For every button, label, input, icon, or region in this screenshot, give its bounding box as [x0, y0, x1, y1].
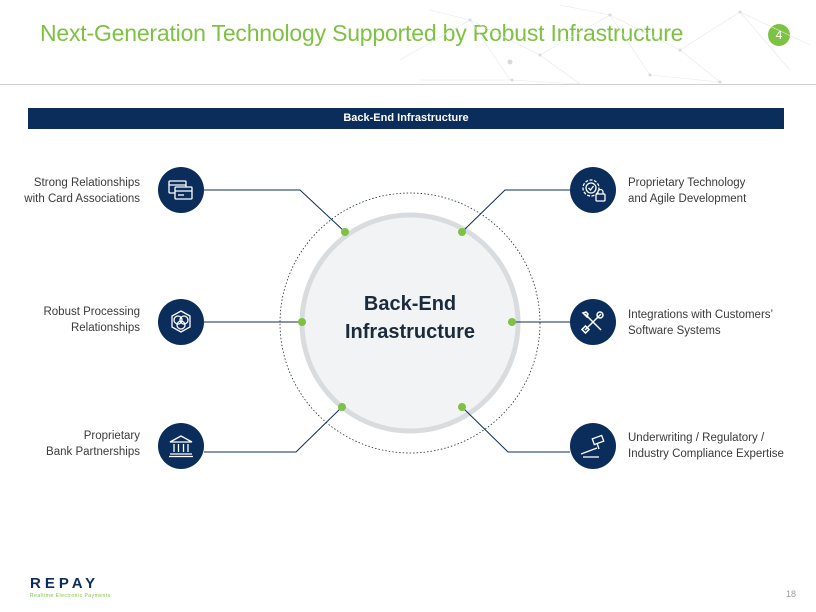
item-label-line2: Software Systems — [628, 325, 721, 337]
item-processing-relationships: Robust Processing Relationships — [43, 304, 140, 336]
gear-lock-icon — [570, 167, 616, 213]
connector-dot — [458, 228, 466, 236]
item-label-line2: Relationships — [70, 322, 140, 334]
item-label-line1: Integrations with Customers’ — [628, 309, 774, 321]
connector-line — [204, 189, 346, 233]
item-software-integrations: Integrations with Customers’ Software Sy… — [628, 307, 773, 339]
bank-icon — [158, 423, 204, 469]
logo-wordmark: REPAY — [30, 575, 100, 592]
hub-title: Back-End Infrastructure — [310, 290, 510, 346]
connector-line — [204, 406, 343, 453]
connector-dot — [458, 403, 466, 411]
item-label-line1: Proprietary Technology — [628, 177, 746, 189]
section-number-badge: 4 — [768, 24, 790, 46]
item-label-line2: and Agile Development — [628, 193, 747, 205]
item-label-line2: Industry Compliance Expertise — [628, 448, 784, 460]
outer-dotted-ring — [279, 192, 541, 454]
connector-dot — [338, 403, 346, 411]
item-card-associations: Strong Relationships with Card Associati… — [24, 175, 140, 207]
item-label-line1: Proprietary — [83, 430, 140, 442]
item-label-line1: Underwriting / Regulatory / — [628, 432, 765, 444]
item-label-line1: Robust Processing — [43, 306, 140, 318]
section-banner: Back-End Infrastructure — [28, 108, 784, 129]
hub-title-line2: Infrastructure — [344, 321, 476, 343]
item-bank-partnerships: Proprietary Bank Partnerships — [46, 428, 140, 460]
item-label-line2: Bank Partnerships — [46, 446, 140, 458]
connector-dot — [508, 318, 516, 326]
page-title: Next-Generation Technology Supported by … — [40, 20, 684, 46]
logo-tagline: Realtime Electronic Payments — [30, 593, 111, 599]
gavel-icon — [570, 423, 616, 469]
page-number: 18 — [786, 589, 797, 599]
interlocking-circles-icon — [158, 299, 204, 345]
company-logo: REPAY Realtime Electronic Payments — [30, 575, 111, 599]
connector-dot — [341, 228, 349, 236]
network-background-decoration — [399, 4, 811, 85]
item-compliance-expertise: Underwriting / Regulatory / Industry Com… — [628, 430, 784, 462]
card-icon — [158, 167, 204, 213]
tools-icon — [570, 299, 616, 345]
connector-line — [461, 189, 570, 233]
item-proprietary-technology: Proprietary Technology and Agile Develop… — [628, 175, 746, 207]
item-label-line2: with Card Associations — [24, 193, 140, 205]
connector-line — [461, 406, 570, 453]
item-label-line1: Strong Relationships — [33, 177, 140, 189]
hub-title-line1: Back-End — [363, 293, 457, 315]
connector-dot — [298, 318, 306, 326]
header-divider — [0, 84, 816, 85]
